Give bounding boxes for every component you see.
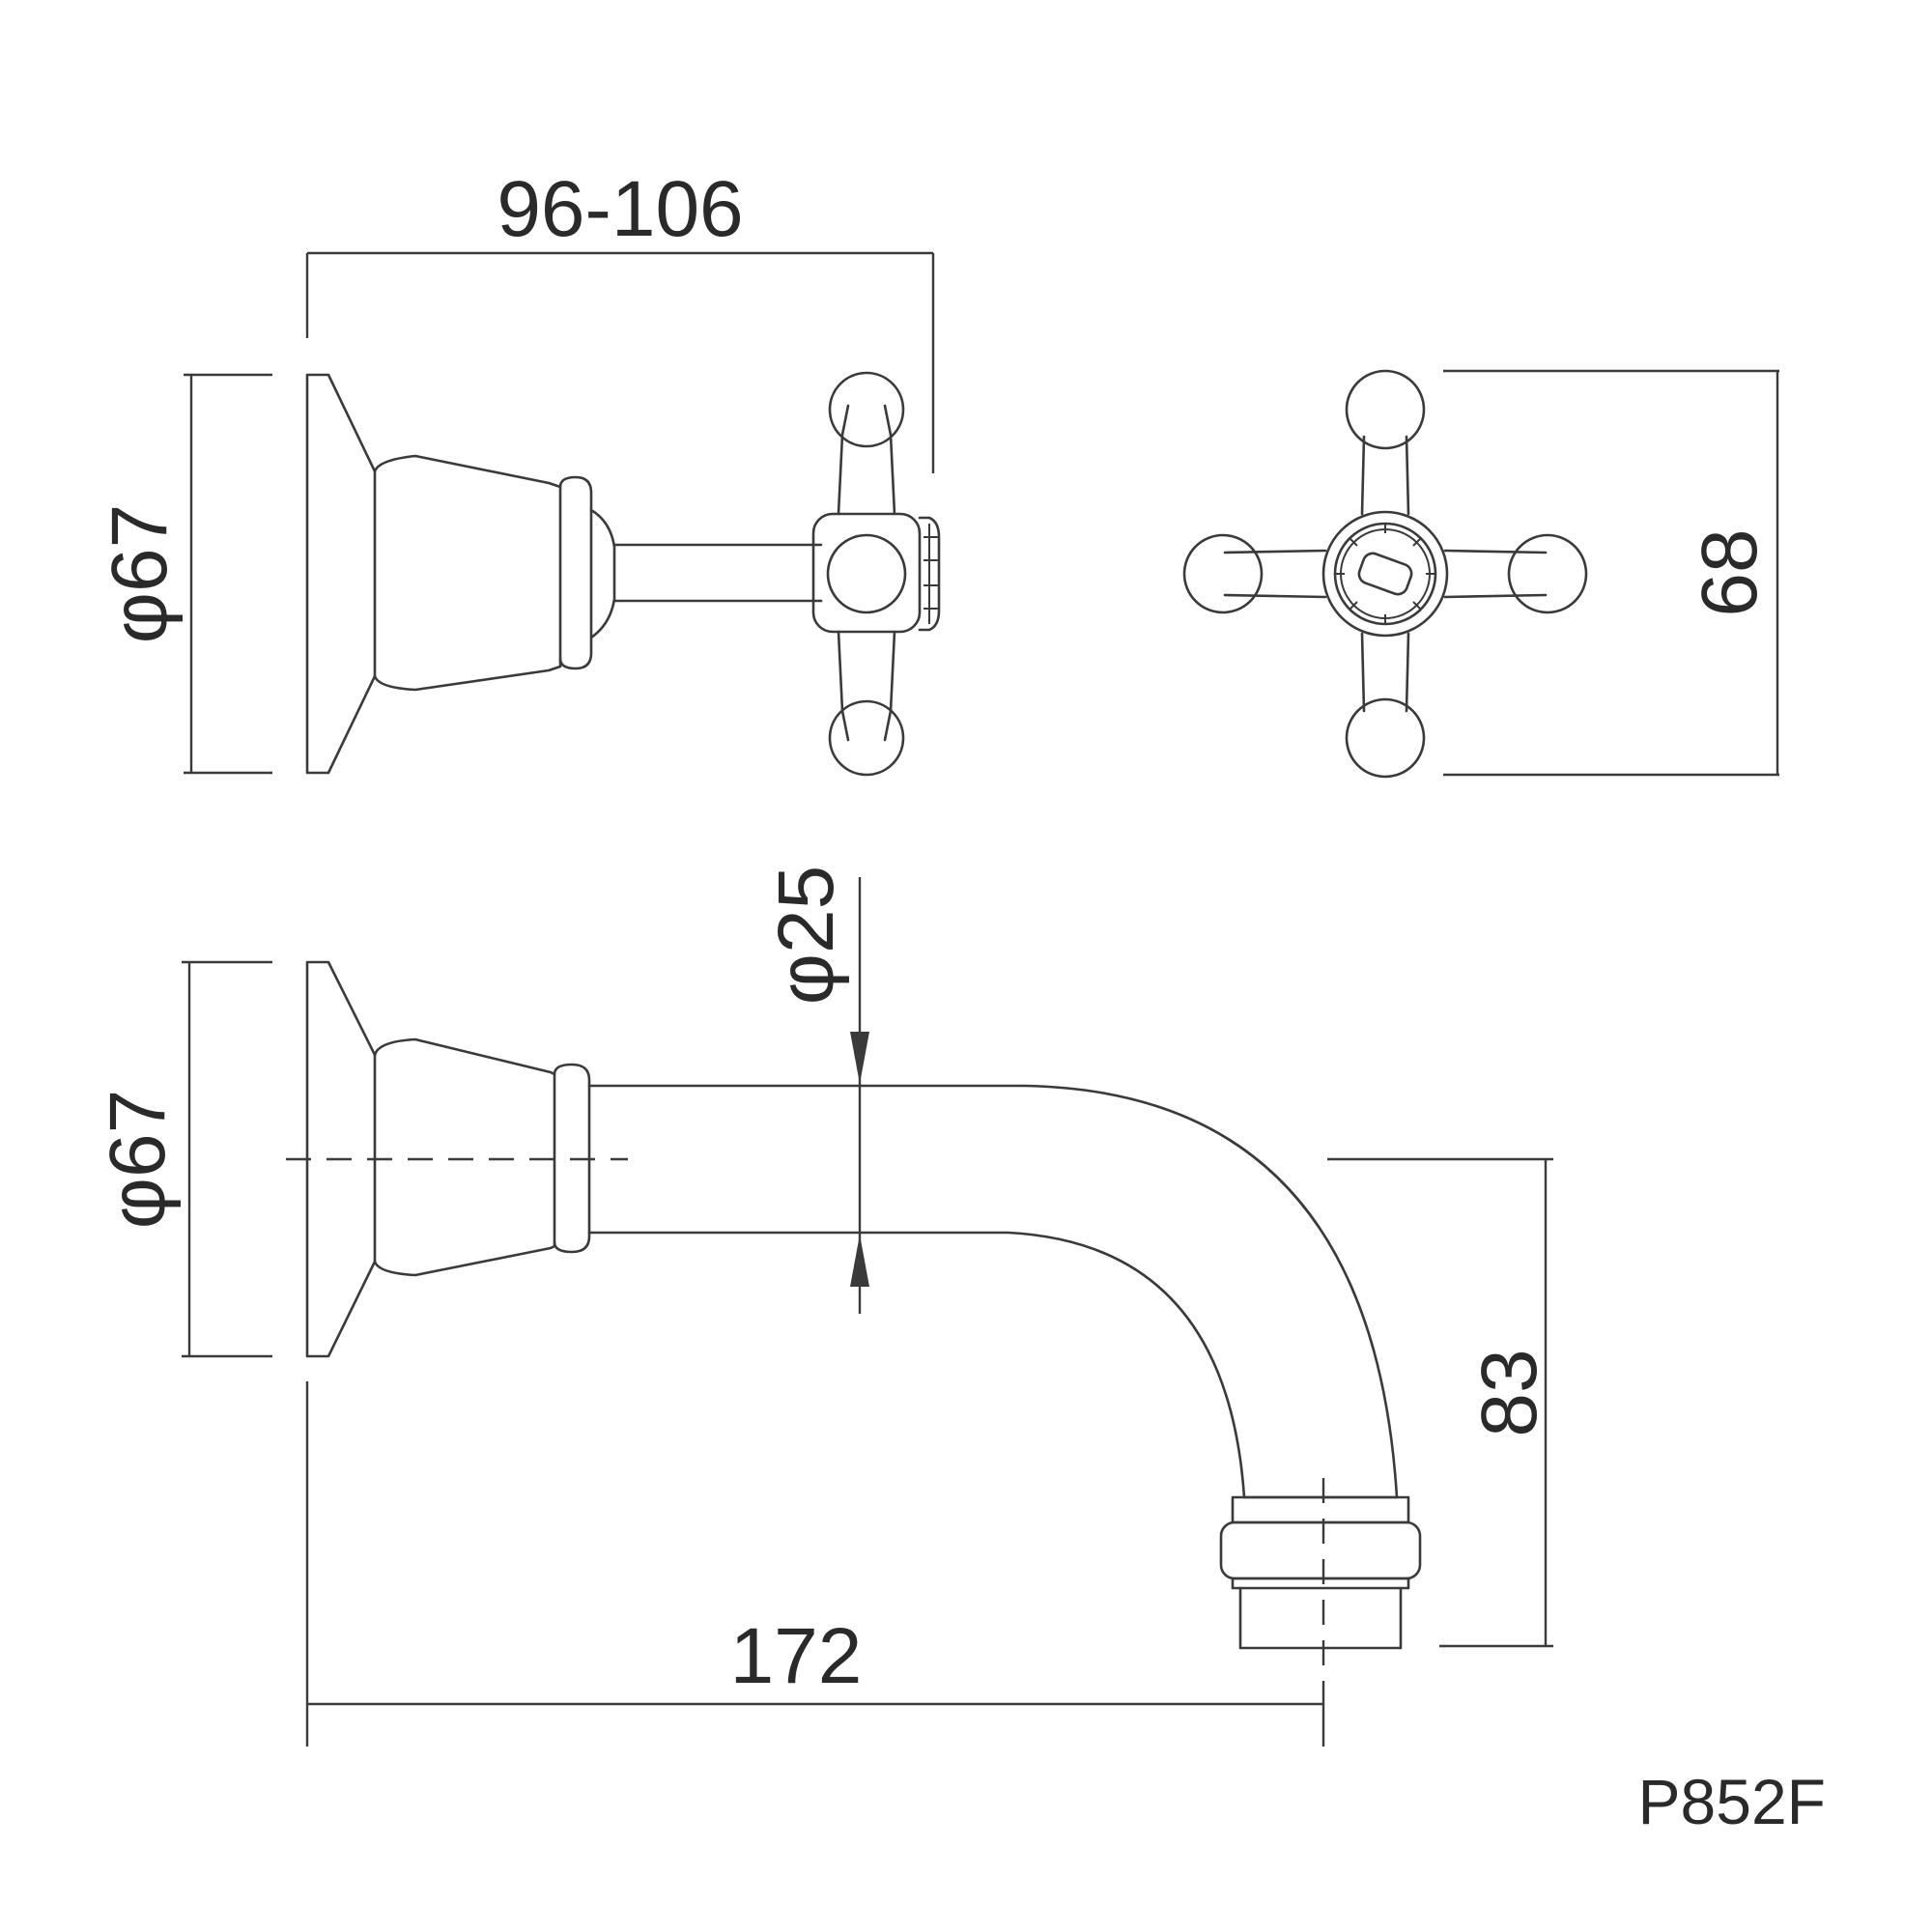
handle-height-label: 68	[1686, 528, 1774, 616]
handle-front-view	[1182, 369, 1588, 779]
pipe-dia-label: φ25	[762, 866, 850, 1005]
arrow-down-icon	[850, 1032, 869, 1084]
top-width-label: 96-106	[497, 165, 743, 253]
valve-side-view	[305, 371, 941, 777]
spout-flange-dimension	[182, 960, 272, 1358]
handle-height-dimension	[1443, 369, 1779, 777]
arrow-up-icon	[850, 1235, 869, 1287]
spout-drop-label: 83	[1465, 1349, 1553, 1436]
pipe-diameter-dimension	[850, 877, 869, 1314]
spout-projection-label: 172	[730, 1612, 863, 1700]
spout-side-view	[286, 960, 1422, 1681]
spout-flange-dia-label: φ67	[94, 1090, 182, 1229]
valve-flange-dimension	[184, 373, 272, 775]
valve-flange-dia-label: φ67	[96, 504, 184, 643]
spout-projection-dimension	[305, 1381, 1325, 1747]
spout-drop-dimension	[1327, 1157, 1553, 1648]
product-code: P852F	[1638, 1766, 1826, 1837]
width-dimension	[305, 251, 935, 473]
